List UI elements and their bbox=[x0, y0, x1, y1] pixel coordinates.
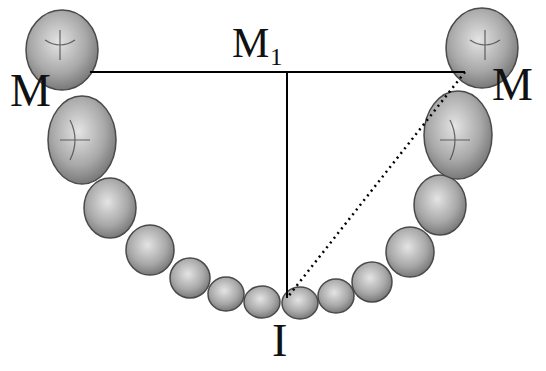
point-label: I bbox=[272, 318, 287, 364]
point-label: M₁ bbox=[232, 22, 284, 64]
diagonal-dotted-line bbox=[287, 72, 465, 298]
teeth bbox=[26, 8, 518, 319]
depth-line bbox=[286, 72, 288, 298]
point-label: M bbox=[10, 68, 51, 114]
point-label: M bbox=[492, 62, 533, 108]
intermolar-line bbox=[90, 71, 465, 73]
